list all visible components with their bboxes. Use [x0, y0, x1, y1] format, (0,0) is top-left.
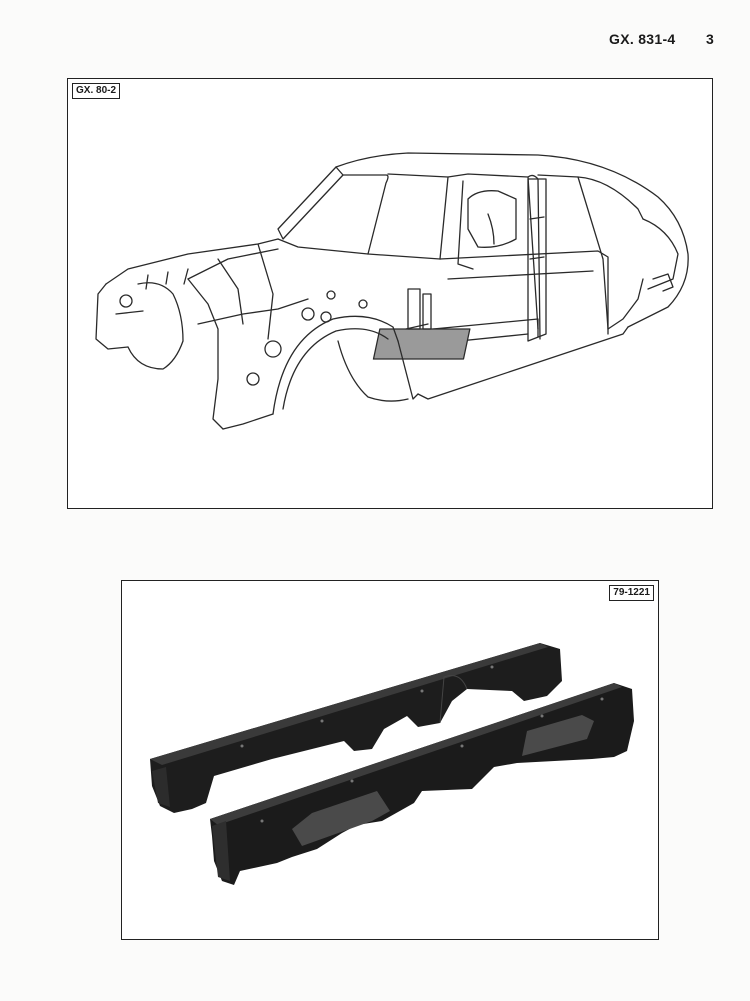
figure-side-sills: 79-1221	[121, 580, 659, 940]
car-body-shell-drawing	[95, 152, 689, 430]
side-sill-members-photo	[150, 643, 634, 885]
figure-label: 79-1221	[609, 585, 654, 601]
page-number: 3	[706, 31, 714, 47]
document-reference: GX. 831-4	[609, 31, 676, 47]
lower-sill-member	[210, 683, 634, 885]
figure-label: GX. 80-2	[72, 83, 121, 99]
upper-sill-member	[150, 643, 562, 813]
figure-body-shell: GX. 80-2	[67, 78, 713, 509]
